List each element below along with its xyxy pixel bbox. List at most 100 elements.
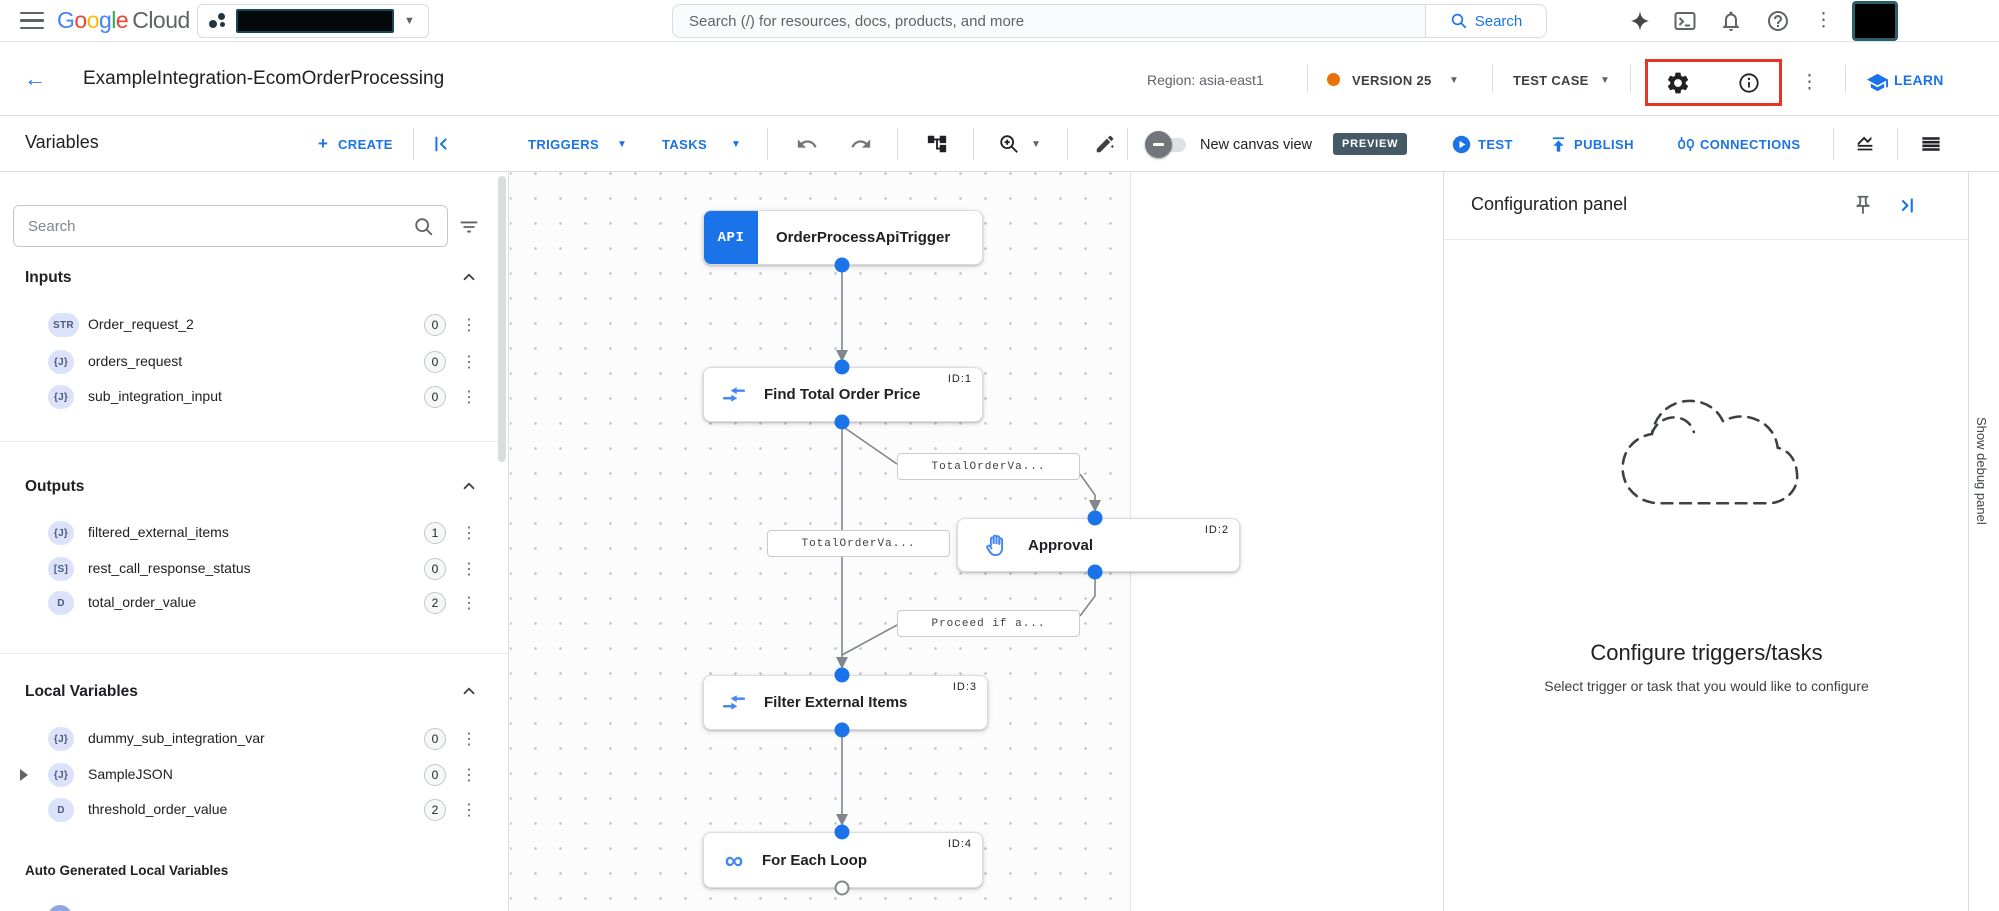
- redo-icon[interactable]: [850, 133, 872, 155]
- chevron-up-icon[interactable]: [460, 477, 478, 495]
- info-icon[interactable]: [1737, 71, 1761, 95]
- edge-label[interactable]: TotalOrderVa...: [767, 530, 950, 557]
- notifications-bell-icon[interactable]: [1719, 9, 1743, 33]
- variable-row[interactable]: {J} filtered_external_items 1 ⋮: [0, 516, 508, 550]
- kebab-menu-icon[interactable]: ⋮: [461, 561, 477, 578]
- project-selector[interactable]: ▼: [197, 4, 429, 38]
- chevron-up-icon[interactable]: [460, 268, 478, 286]
- more-actions-icon[interactable]: ⋮: [1800, 72, 1819, 93]
- collapse-panel-right-icon[interactable]: [1896, 195, 1917, 216]
- publish-button[interactable]: PUBLISH: [1574, 137, 1634, 152]
- kebab-menu-icon[interactable]: ⋮: [461, 767, 477, 784]
- kebab-menu-icon[interactable]: ⋮: [461, 731, 477, 748]
- variable-name[interactable]: threshold_order_value: [88, 801, 228, 817]
- node-label: Filter External Items: [764, 694, 908, 711]
- test-case-dropdown[interactable]: TEST CASE: [1513, 73, 1589, 88]
- variables-search-input[interactable]: Search: [13, 205, 448, 247]
- connection-dot[interactable]: [834, 667, 850, 683]
- integration-canvas[interactable]: API OrderProcessApiTrigger ID:1 Find Tot…: [510, 172, 1443, 911]
- main-menu-icon[interactable]: [20, 11, 44, 31]
- create-variable-button[interactable]: CREATE: [338, 137, 393, 152]
- connection-dot[interactable]: [1087, 564, 1103, 580]
- cloud-shell-icon[interactable]: [1673, 9, 1697, 33]
- variable-name[interactable]: Order_request_2: [88, 316, 194, 332]
- auto-layout-icon[interactable]: [926, 133, 948, 155]
- node-find-total-order-price[interactable]: ID:1 Find Total Order Price: [703, 367, 983, 422]
- variable-name[interactable]: dummy_sub_integration_var: [88, 730, 265, 746]
- kebab-menu-icon[interactable]: ⋮: [461, 354, 477, 371]
- settings-gear-icon[interactable]: [1665, 70, 1691, 96]
- new-canvas-view-toggle[interactable]: [1145, 131, 1186, 158]
- variable-row[interactable]: {J} sub_integration_input 0 ⋮: [0, 380, 508, 414]
- zoom-options-caret[interactable]: ▼: [1031, 139, 1041, 150]
- connection-dot[interactable]: [834, 257, 850, 273]
- variable-name[interactable]: filtered_external_items: [88, 524, 229, 540]
- gemini-sparkle-icon[interactable]: [1628, 9, 1652, 33]
- collapse-panel-left-icon[interactable]: [430, 133, 452, 155]
- section-header-outputs: Outputs: [25, 478, 85, 495]
- expand-arrow-icon[interactable]: [20, 769, 28, 781]
- connection-dot[interactable]: [1087, 510, 1103, 526]
- logs-list-icon[interactable]: [1920, 133, 1942, 155]
- variable-name[interactable]: SampleJSON: [88, 766, 173, 782]
- more-options-icon[interactable]: ⋮: [1814, 10, 1833, 31]
- node-filter-external-items[interactable]: ID:3 Filter External Items: [703, 675, 988, 730]
- section-header-auto-generated: Auto Generated Local Variables: [25, 863, 229, 878]
- connections-icon: [1676, 134, 1696, 154]
- connection-dot[interactable]: [834, 722, 850, 738]
- type-badge: {J}: [48, 763, 74, 787]
- node-id-label: ID:3: [952, 681, 977, 693]
- connection-dot[interactable]: [834, 359, 850, 375]
- global-search-input[interactable]: Search (/) for resources, docs, products…: [672, 4, 1425, 38]
- connections-button[interactable]: CONNECTIONS: [1700, 137, 1801, 152]
- avatar[interactable]: [1852, 1, 1898, 41]
- variable-name[interactable]: sub_integration_input: [88, 388, 222, 404]
- kebab-menu-icon[interactable]: ⋮: [461, 389, 477, 406]
- test-button[interactable]: TEST: [1478, 137, 1513, 152]
- usage-count: 0: [424, 558, 446, 580]
- filter-sort-icon[interactable]: [458, 216, 480, 238]
- connection-dot[interactable]: [834, 824, 850, 840]
- kebab-menu-icon[interactable]: ⋮: [461, 802, 477, 819]
- node-order-process-api-trigger[interactable]: API OrderProcessApiTrigger: [703, 210, 983, 265]
- back-arrow-icon[interactable]: ←: [24, 66, 46, 91]
- kebab-menu-icon[interactable]: ⋮: [461, 525, 477, 542]
- global-search-button[interactable]: Search: [1425, 4, 1547, 38]
- edge-label[interactable]: TotalOrderVa...: [897, 453, 1080, 480]
- connection-dot[interactable]: [834, 414, 850, 430]
- variables-panel-title: Variables: [25, 132, 99, 152]
- variable-row[interactable]: D threshold_order_value 2 ⋮: [0, 793, 508, 827]
- chevron-up-icon[interactable]: [460, 682, 478, 700]
- variable-name[interactable]: rest_call_response_status: [88, 560, 251, 576]
- tasks-dropdown[interactable]: TASKS: [662, 137, 708, 152]
- zoom-in-icon[interactable]: [998, 133, 1020, 155]
- logo-letter: e: [115, 7, 129, 33]
- edge-label[interactable]: Proceed if a...: [897, 610, 1080, 637]
- connection-dot-open[interactable]: [834, 880, 850, 896]
- kebab-menu-icon[interactable]: ⋮: [461, 595, 477, 612]
- version-dropdown[interactable]: VERSION 25: [1352, 73, 1432, 88]
- learn-school-icon[interactable]: [1866, 71, 1889, 94]
- magic-edit-icon[interactable]: [1094, 133, 1116, 155]
- pin-icon[interactable]: [1852, 194, 1874, 216]
- help-icon[interactable]: [1766, 9, 1790, 33]
- highlight-red-box: [1645, 59, 1782, 106]
- variable-row[interactable]: {J} SampleJSON 0 ⋮: [0, 758, 508, 792]
- variable-row[interactable]: {J} dummy_sub_integration_var 0 ⋮: [0, 722, 508, 756]
- kebab-menu-icon[interactable]: ⋮: [461, 317, 477, 334]
- learn-link[interactable]: LEARN: [1894, 72, 1944, 88]
- variable-name[interactable]: total_order_value: [88, 594, 197, 610]
- triggers-dropdown[interactable]: TRIGGERS: [528, 137, 600, 152]
- variable-name[interactable]: orders_request: [88, 353, 183, 369]
- variable-row[interactable]: {J} orders_request 0 ⋮: [0, 345, 508, 379]
- sidebar-scrollbar[interactable]: [498, 176, 506, 462]
- node-approval[interactable]: ID:2 Approval: [957, 518, 1240, 572]
- logo-letter: G: [57, 7, 75, 33]
- variable-row[interactable]: D total_order_value 2 ⋮: [0, 586, 508, 620]
- metrics-chart-icon[interactable]: [1854, 133, 1876, 155]
- variable-row[interactable]: STR Order_request_2 0 ⋮: [0, 308, 508, 342]
- variable-row[interactable]: [S] rest_call_response_status 0 ⋮: [0, 552, 508, 586]
- undo-icon[interactable]: [796, 133, 818, 155]
- show-debug-panel-button[interactable]: Show debug panel: [1974, 417, 1989, 525]
